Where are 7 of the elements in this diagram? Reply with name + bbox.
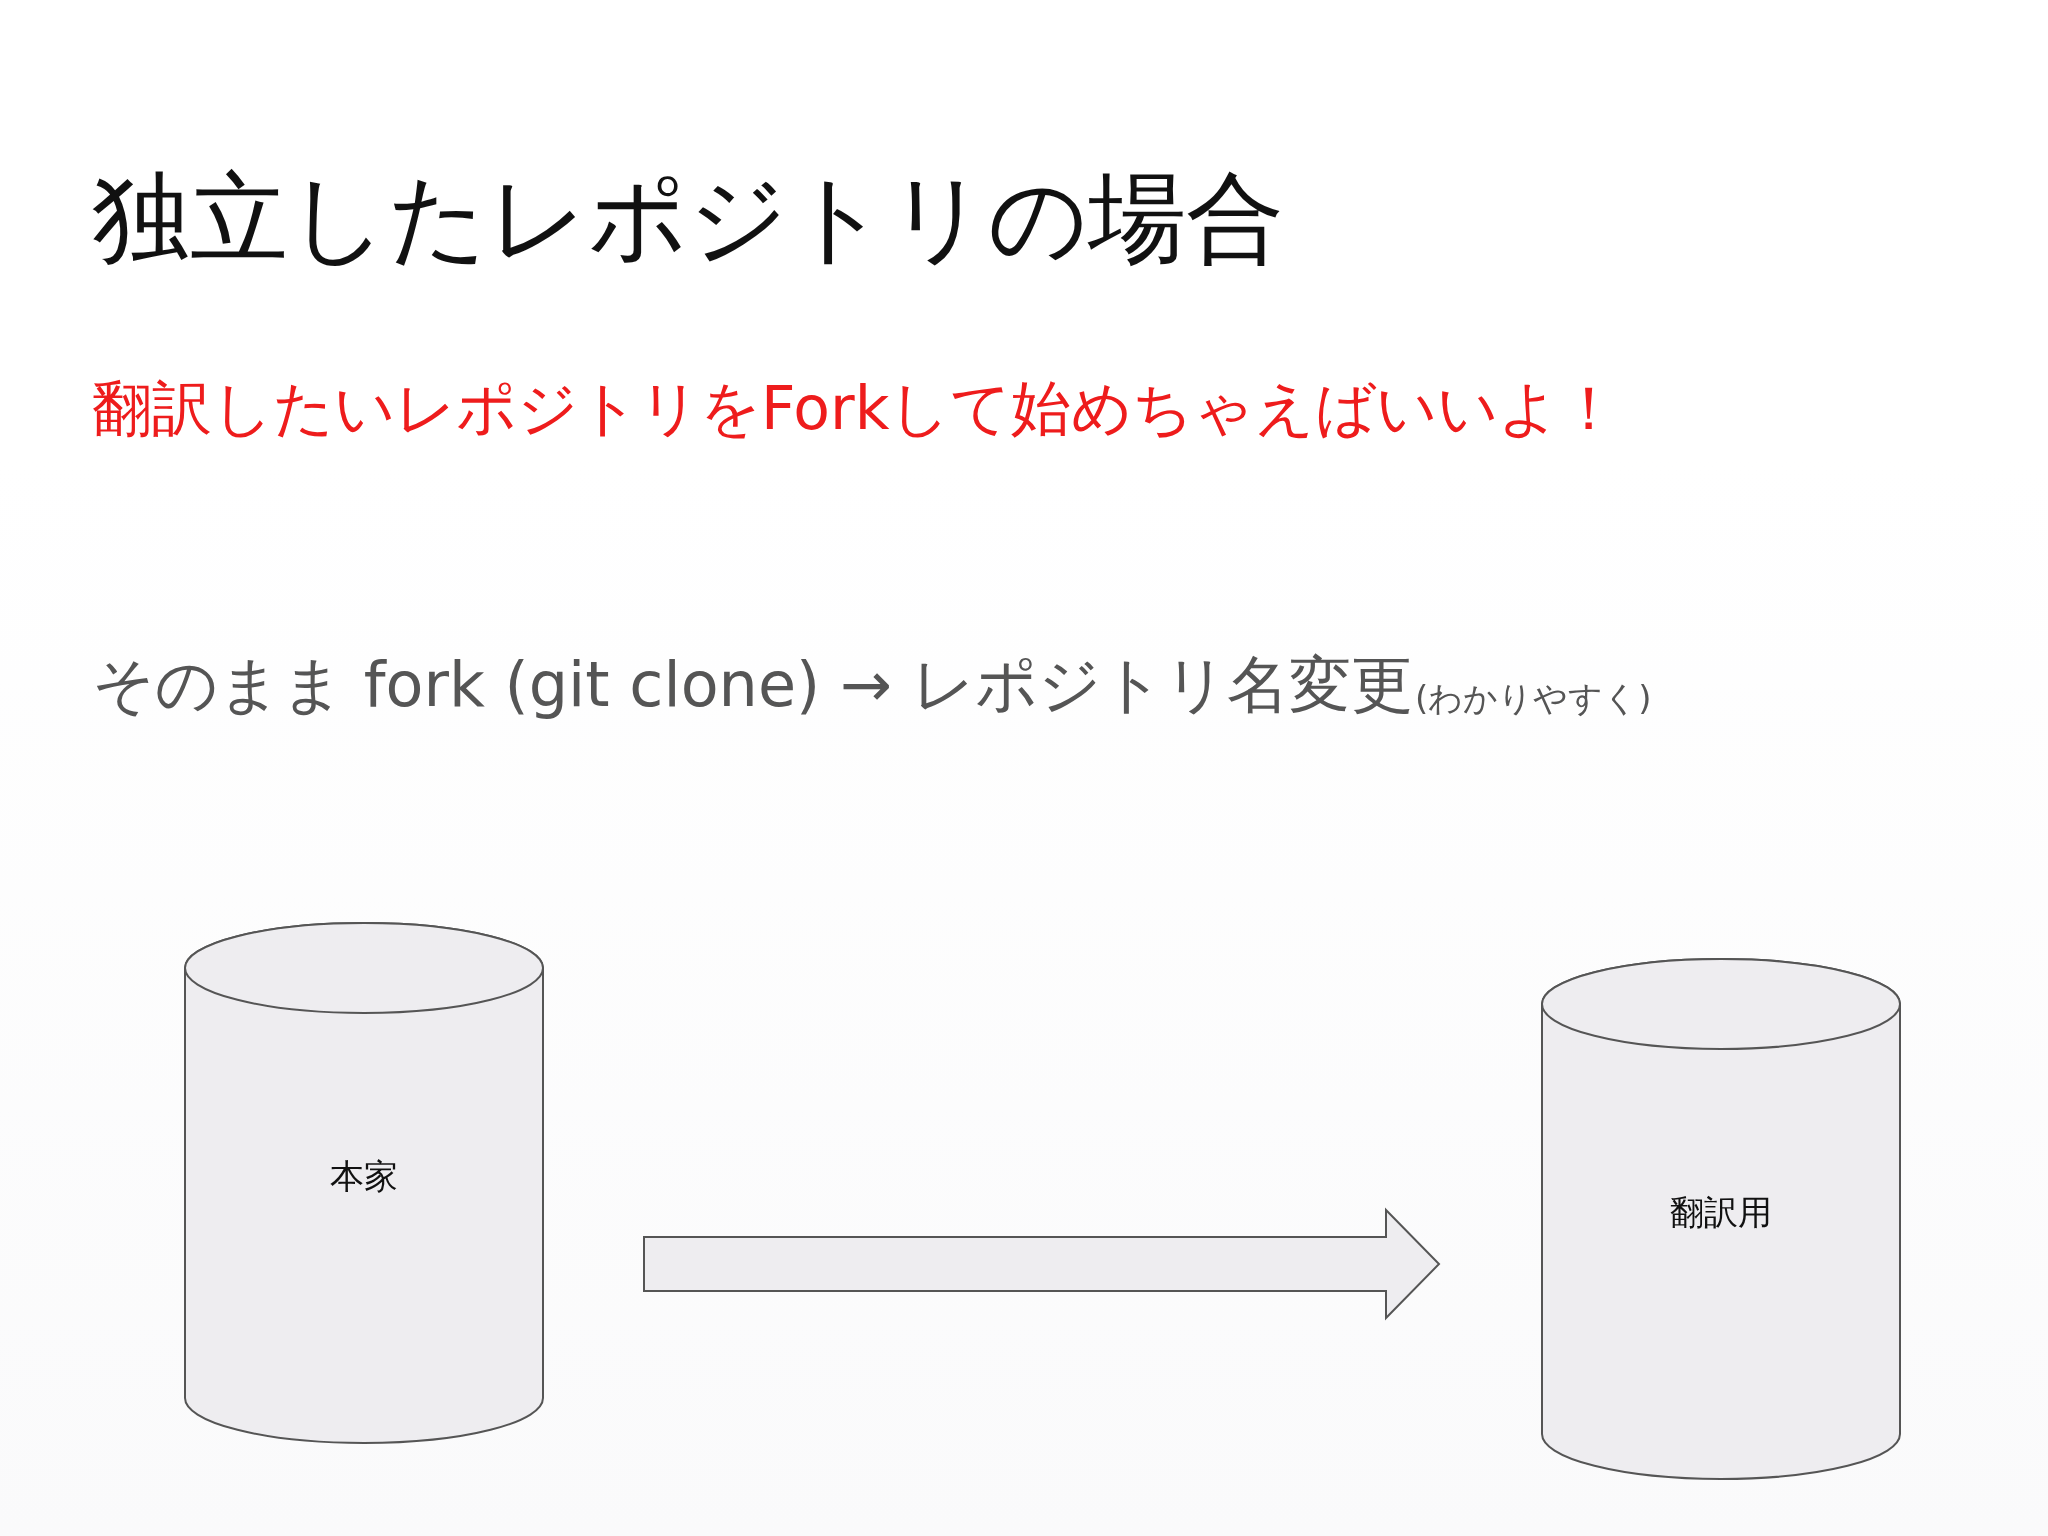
slide-title: 独立したレポジトリの場合 [92, 160, 1284, 277]
body-text: そのまま fork (git clone) → レポジトリ名変更 [92, 648, 1413, 723]
note-text: (わかりやすく) [1415, 678, 1652, 719]
block-arrow [643, 1207, 1441, 1321]
highlight-text: 翻訳したいレポジトリをForkして始めちゃえばいいよ！ [92, 372, 1620, 444]
node-label: 本家 [329, 1155, 399, 1198]
node-label: 翻訳用 [1669, 1191, 1773, 1234]
